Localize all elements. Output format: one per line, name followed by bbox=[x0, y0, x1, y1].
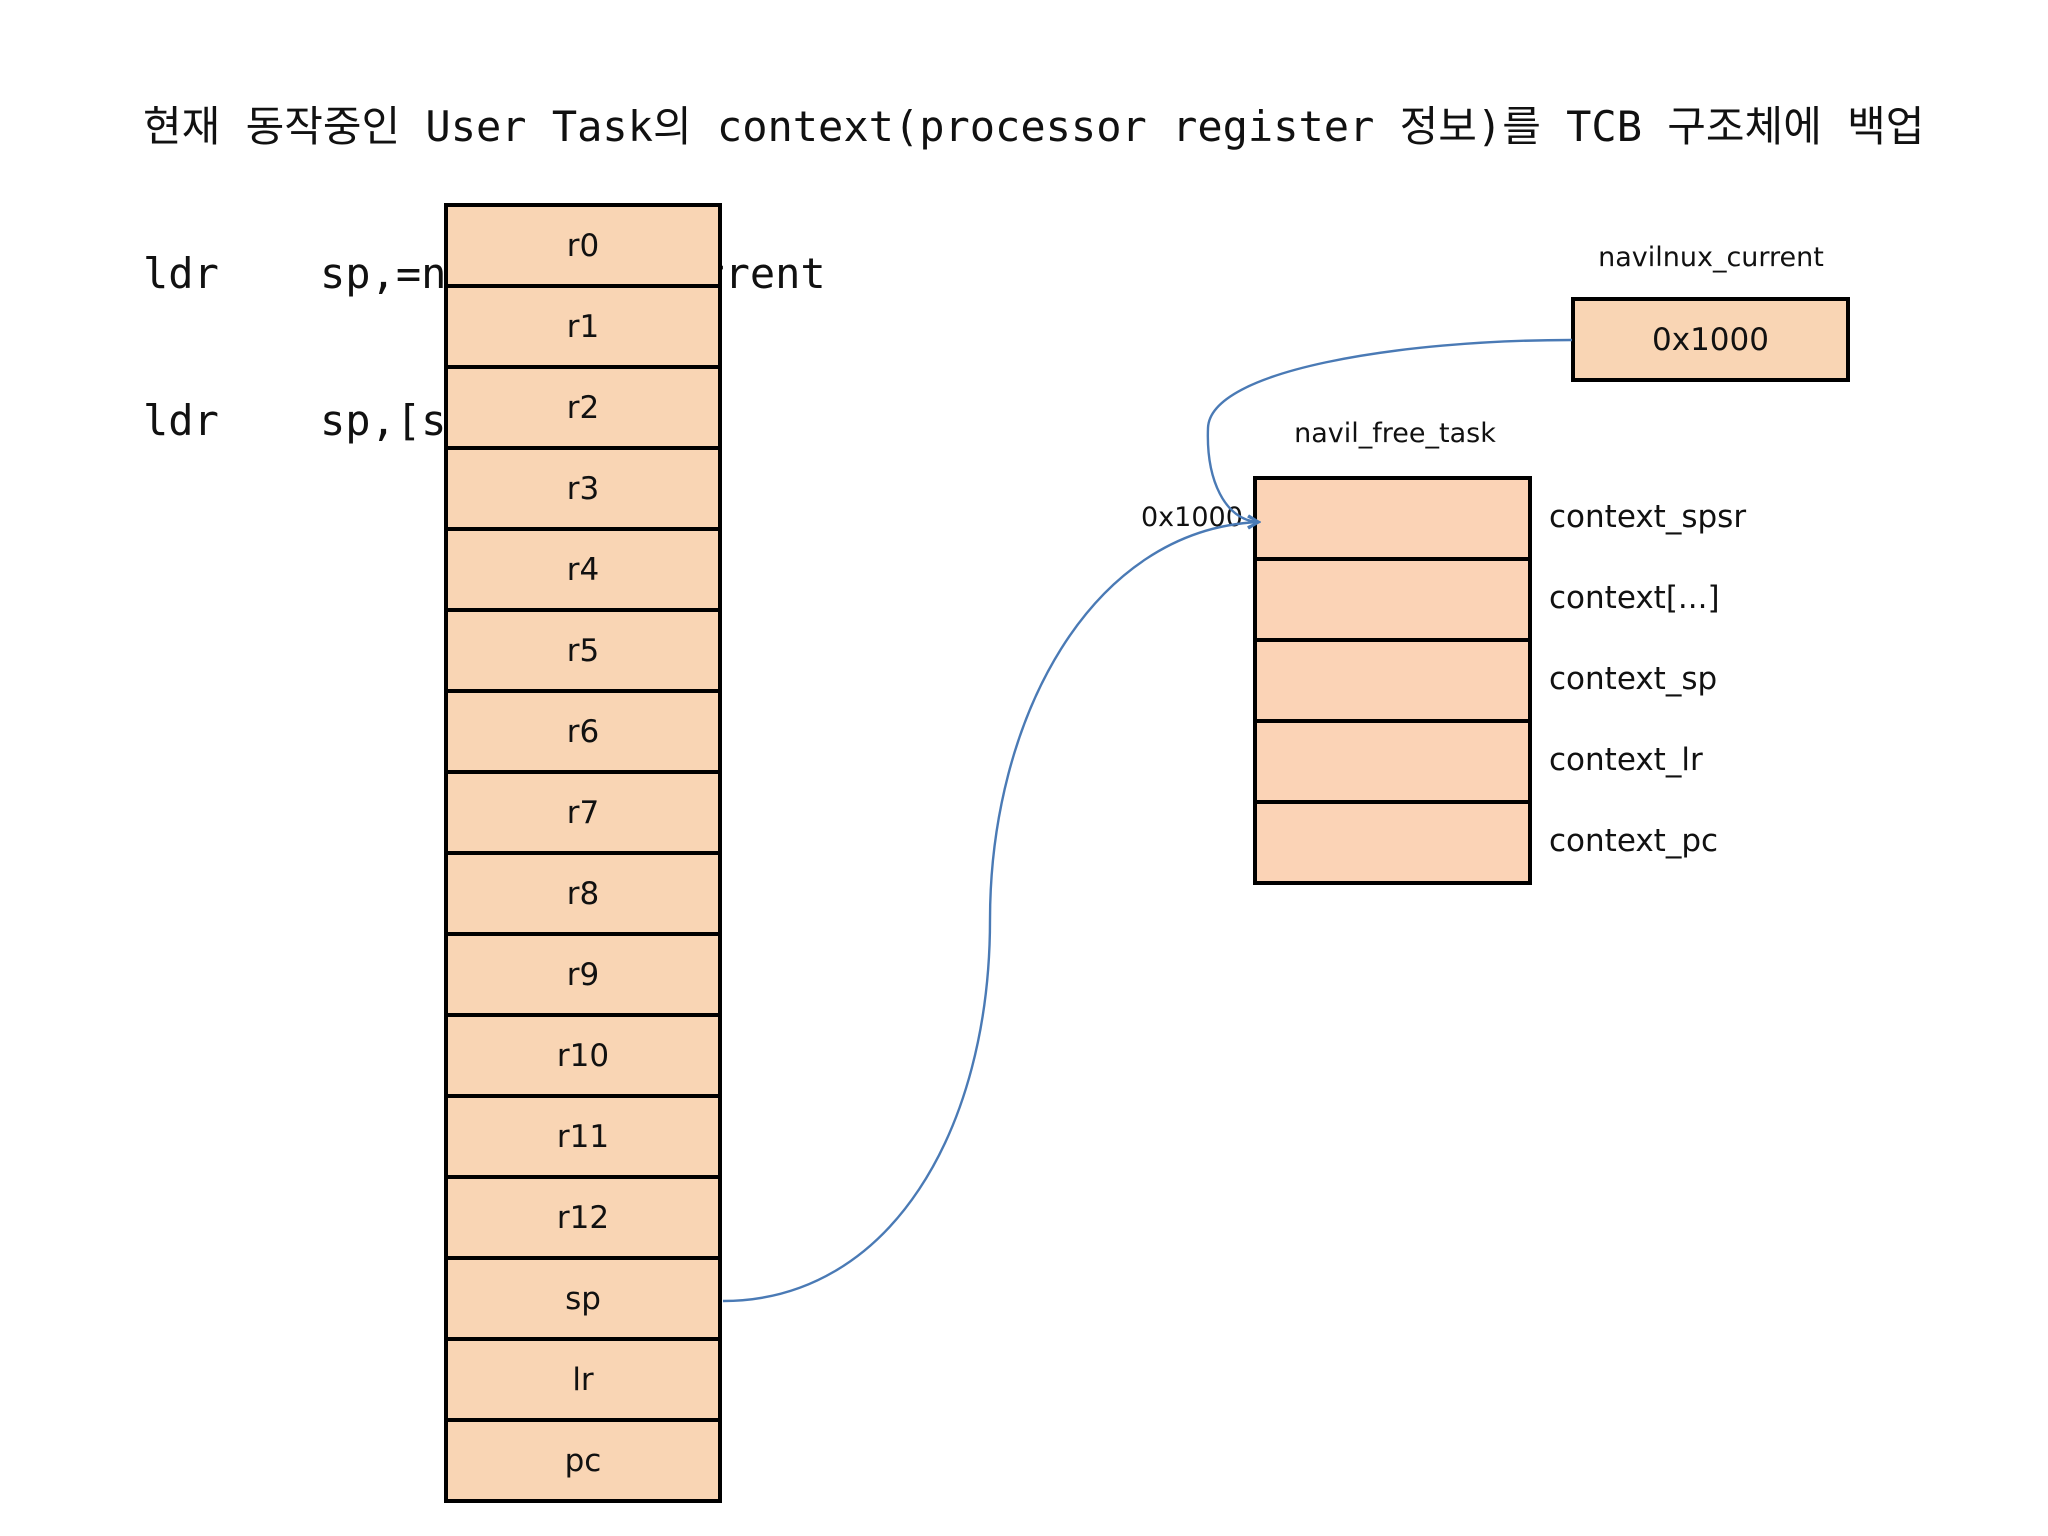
tcb-field-labels: context_spsr context[...] context_sp con… bbox=[1549, 476, 1746, 881]
tcb-field-pc: context_pc bbox=[1549, 822, 1719, 859]
tcb-field-lr: context_lr bbox=[1549, 741, 1703, 778]
register-cell-r8: r8 bbox=[448, 855, 718, 936]
arrow-sp-to-tcb bbox=[722, 522, 1258, 1303]
register-cell-r11: r11 bbox=[448, 1098, 718, 1179]
register-cell-r9: r9 bbox=[448, 936, 718, 1017]
tcb-field-context: context[...] bbox=[1549, 579, 1720, 616]
tcb-cell bbox=[1257, 642, 1528, 723]
register-cell-r7: r7 bbox=[448, 774, 718, 855]
code-mnemonic: ldr bbox=[143, 396, 219, 445]
register-cell-r6: r6 bbox=[448, 693, 718, 774]
tcb-field-spsr: context_spsr bbox=[1549, 498, 1747, 535]
register-cell-sp: sp bbox=[448, 1260, 718, 1341]
current-pointer-name: navilnux_current bbox=[1598, 242, 1824, 273]
tcb-cell bbox=[1257, 561, 1528, 642]
header-title: 현재 동작중인 User Task의 context(processor reg… bbox=[143, 102, 1925, 151]
register-cell-r0: r0 bbox=[448, 207, 718, 288]
tcb-struct-box bbox=[1253, 476, 1532, 885]
header-text: 현재 동작중인 User Task의 context(processor reg… bbox=[143, 4, 1924, 494]
tcb-cell bbox=[1257, 723, 1528, 804]
register-cell-r12: r12 bbox=[448, 1179, 718, 1260]
tcb-field-sp: context_sp bbox=[1549, 660, 1718, 697]
register-cell-r4: r4 bbox=[448, 531, 718, 612]
tcb-name: navil_free_task bbox=[1294, 418, 1496, 449]
register-cell-r1: r1 bbox=[448, 288, 718, 369]
register-cell-lr: lr bbox=[448, 1341, 718, 1422]
register-stack: r0 r1 r2 r3 r4 r5 r6 r7 r8 r9 r10 r11 r1… bbox=[444, 203, 722, 1503]
register-cell-r2: r2 bbox=[448, 369, 718, 450]
tcb-address-label: 0x1000 bbox=[1141, 502, 1243, 533]
tcb-cell bbox=[1257, 804, 1528, 881]
code-mnemonic: ldr bbox=[143, 249, 219, 298]
register-cell-r10: r10 bbox=[448, 1017, 718, 1098]
current-pointer-box: 0x1000 bbox=[1571, 297, 1850, 382]
register-cell-r5: r5 bbox=[448, 612, 718, 693]
tcb-cell bbox=[1257, 480, 1528, 561]
register-cell-pc: pc bbox=[564, 1442, 602, 1479]
register-cell-r3: r3 bbox=[448, 450, 718, 531]
